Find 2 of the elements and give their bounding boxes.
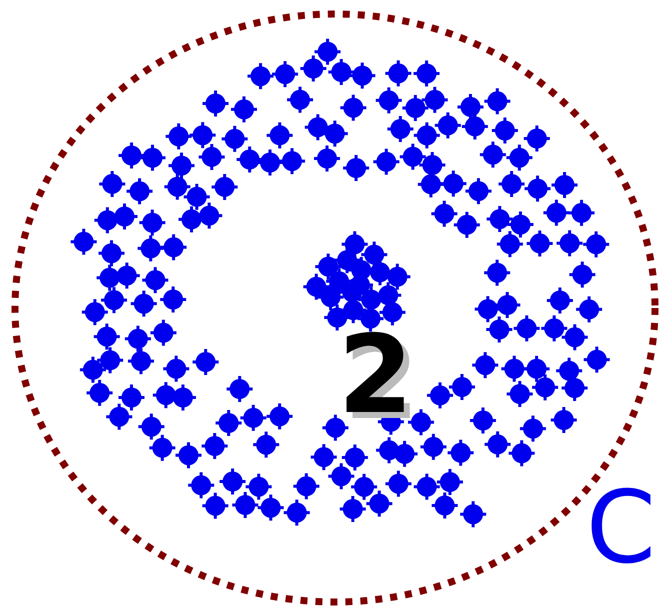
number-label: 2 — [338, 322, 414, 430]
letter-label: C — [586, 478, 656, 578]
